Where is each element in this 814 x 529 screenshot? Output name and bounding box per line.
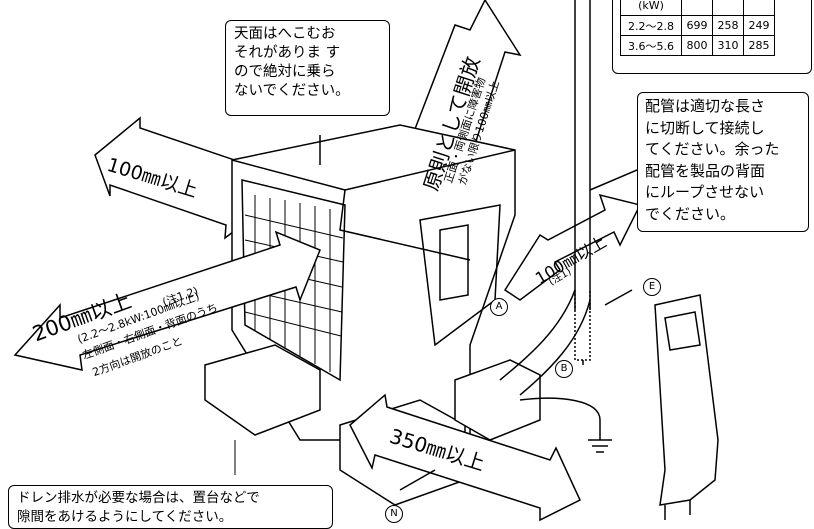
marker-b: B xyxy=(555,360,573,378)
note-line: それがありま す xyxy=(234,45,341,61)
table-cell: 258 xyxy=(712,15,744,36)
remote-controller xyxy=(654,294,719,506)
table-header-h xyxy=(712,0,744,16)
note-piping: 配管は適切な長さ に切断して接続し てください。余った 配管を製品の背面 にルー… xyxy=(637,92,809,232)
note-line: てください。余った xyxy=(645,140,780,158)
note-line: に切断して接続し xyxy=(645,118,765,137)
table-header-d xyxy=(743,0,775,16)
note-line: 配管は適切な長さ xyxy=(645,97,766,115)
table-cell: 699 xyxy=(681,15,713,36)
table-cell: 800 xyxy=(681,35,713,56)
table-header-w xyxy=(681,0,713,16)
table-cell: 249 xyxy=(743,15,775,36)
note-line: 天面はへこむお xyxy=(234,26,336,42)
note-top-surface: 天面はへこむお それがありま す ので絶対に乗ら ないでください。 xyxy=(225,20,390,116)
wall-pipe xyxy=(574,0,591,310)
note-line: にループさせない xyxy=(645,183,765,201)
note-line: ドレン排水が必要な場合は、置台などで xyxy=(17,490,260,506)
marker-e: E xyxy=(643,278,661,296)
clearance-arrow-back xyxy=(13,230,321,371)
marker-a: A xyxy=(490,298,508,316)
marker-n: N xyxy=(385,505,403,523)
table-cell: 2.2〜2.8 xyxy=(620,15,682,36)
note-line: ないでください。 xyxy=(234,83,350,99)
dimension-table: (kW) 2.2〜2.8 699 258 249 3.6〜5.6 800 310… xyxy=(620,0,775,56)
table-header-kw: (kW) xyxy=(620,0,682,16)
table-cell: 3.6〜5.6 xyxy=(620,35,682,56)
clearance-arrow-right xyxy=(503,193,642,301)
table-cell: 285 xyxy=(743,35,775,56)
note-drain: ドレン排水が必要な場合は、置台などで 隙間をあけるようにしてください。 xyxy=(8,485,333,529)
note-line: ので絶対に乗ら xyxy=(234,64,336,80)
table-cell: 310 xyxy=(712,35,744,56)
stand-left xyxy=(204,344,321,436)
note-line: 配管を製品の背面 xyxy=(645,161,766,180)
stand-mid xyxy=(454,359,541,441)
note-line: でください。 xyxy=(645,204,736,223)
note-line: 隙間をあけるようにしてください。 xyxy=(17,509,233,525)
clearance-arrow-front xyxy=(349,393,581,522)
